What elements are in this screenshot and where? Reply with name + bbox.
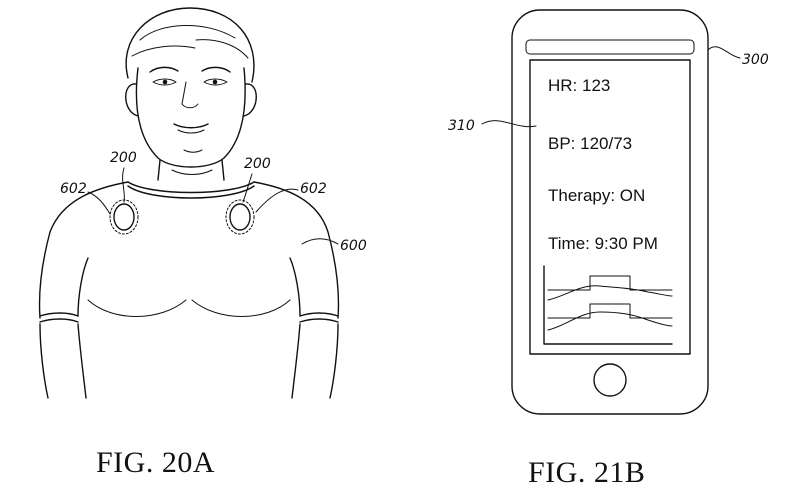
therapy-device-200-left xyxy=(109,199,139,235)
caption-fig-20a: FIG. 20A xyxy=(96,446,215,479)
screen-therapy: Therapy: ON xyxy=(548,186,645,205)
person-head xyxy=(125,7,257,168)
screen-hr: HR: 123 xyxy=(548,76,610,95)
person-neck xyxy=(157,159,225,181)
smartphone-300 xyxy=(511,9,709,415)
fig-20a: 200 200 602 602 600 FIG. 20A xyxy=(38,7,367,479)
home-button xyxy=(593,363,627,397)
garment-600 xyxy=(38,181,340,399)
label-602-right: 602 xyxy=(300,181,327,197)
label-200-right: 200 xyxy=(244,156,271,172)
label-602-left: 602 xyxy=(60,181,87,197)
label-300: 300 xyxy=(742,52,769,68)
therapy-device-200-right xyxy=(225,199,255,235)
screen-time: Time: 9:30 PM xyxy=(548,234,658,253)
screen-bp: BP: 120/73 xyxy=(548,134,632,153)
caption-fig-21b: FIG. 21B xyxy=(528,456,645,489)
label-600: 600 xyxy=(340,238,367,254)
label-200-left: 200 xyxy=(110,150,137,166)
display-310 xyxy=(529,59,691,355)
fig-21b: HR: 123 BP: 120/73 Therapy: ON Time: 9:3… xyxy=(448,9,769,489)
waveform-graph xyxy=(543,265,673,345)
label-310: 310 xyxy=(448,118,475,134)
